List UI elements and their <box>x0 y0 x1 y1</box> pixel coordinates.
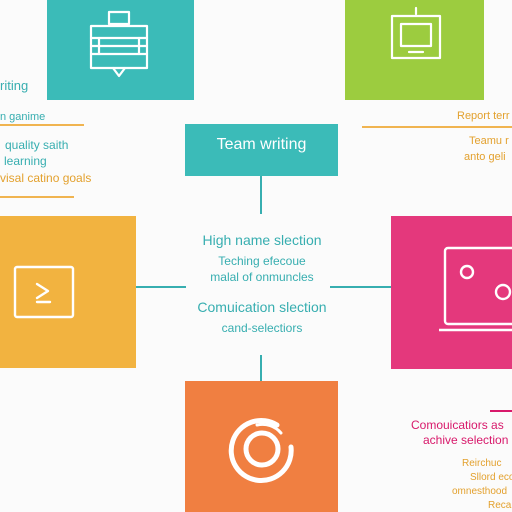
tile-top-right <box>345 0 484 100</box>
play-screen-icon <box>13 265 75 319</box>
left-label: quality saith <box>5 138 69 152</box>
bottom-right-label: Comouicatiors as <box>411 418 504 432</box>
center-title-box: Team writing <box>185 124 338 176</box>
tile-mid-right <box>391 216 512 369</box>
monitor-stack-icon <box>89 10 149 78</box>
bottom-right-label: achive selection <box>423 433 509 447</box>
bottom-right-label: Reirchuc <box>462 458 502 469</box>
left-divider <box>0 124 84 126</box>
center-subtext: Teching efecoue <box>218 254 306 268</box>
bottom-right-label: Recanc <box>488 500 512 511</box>
center-heading: High name slection <box>202 232 322 248</box>
target-icon <box>228 418 294 483</box>
left-label: riting <box>0 78 29 93</box>
tile-bottom <box>185 381 338 512</box>
left-label: n ganime <box>0 111 46 123</box>
connector-top <box>260 176 262 214</box>
left-label: visal catino goals <box>0 171 92 185</box>
connector-right <box>330 286 391 288</box>
connector-left <box>136 286 186 288</box>
right-divider <box>362 126 512 128</box>
tile-top-left <box>47 0 194 100</box>
right-label: anto geli <box>464 151 506 163</box>
monitor-icon <box>390 6 442 60</box>
bottom-right-label: Sllord ecothou <box>470 472 512 483</box>
right-label: Report terr <box>457 110 510 122</box>
center-title: Team writing <box>216 136 307 153</box>
bottom-right-divider <box>490 410 512 412</box>
laptop-image-icon <box>439 246 512 332</box>
bottom-right-label: omnesthood <box>452 486 508 497</box>
tile-mid-left <box>0 216 136 368</box>
center-subtext: malal of onmuncles <box>210 270 314 284</box>
right-label: Teamu r <box>469 135 509 147</box>
connector-bottom <box>260 355 262 381</box>
left-divider <box>0 196 74 198</box>
center-heading: Comuication slection <box>197 299 327 315</box>
left-label: learning <box>4 154 47 168</box>
center-subtext: cand-selectiors <box>221 321 303 335</box>
